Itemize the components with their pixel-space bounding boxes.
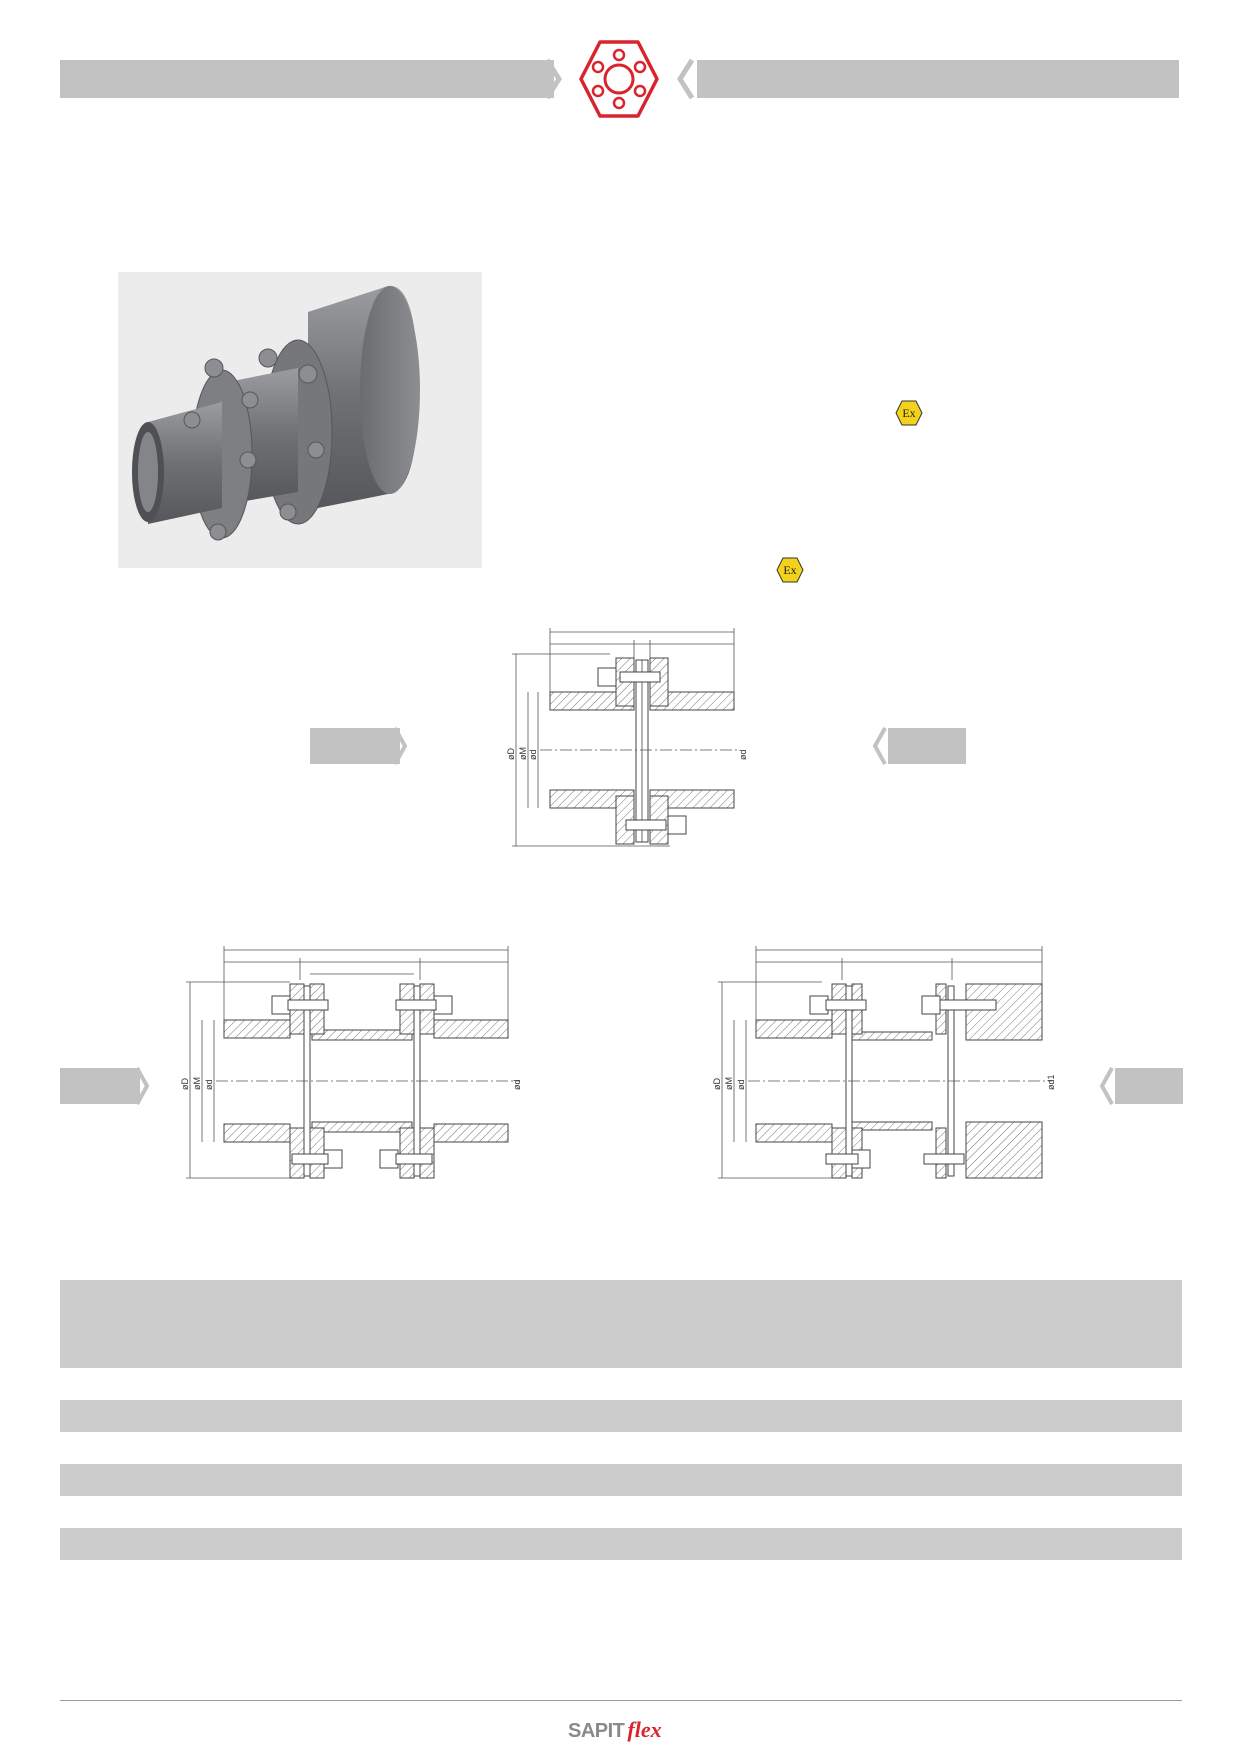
header-band-left [60, 60, 554, 98]
dim-label-d-right: ød [738, 749, 748, 760]
chevron-left-icon [1099, 1067, 1114, 1105]
chevron-right-icon [135, 1067, 150, 1105]
label-band-single-right [888, 728, 966, 764]
drawing-double-coupling-hub: øD øM ød ød1 [712, 946, 1056, 1179]
dim-label-om: øM [192, 1077, 202, 1090]
chevron-right-icon [393, 727, 408, 765]
label-band-single-left [310, 728, 400, 764]
dim-label-od: øD [712, 1078, 722, 1090]
table-row-band [60, 1400, 1182, 1432]
footer-brand-logo: SAPIT flex [568, 1717, 662, 1742]
drawing-double-coupling: øD øM ød ød [180, 946, 522, 1179]
dim-label-om: øM [518, 747, 528, 760]
atex-ex-icon: Ex [895, 400, 923, 426]
dim-label-d: ød [736, 1079, 746, 1090]
coupling-logo-icon [579, 40, 659, 118]
footer-divider [60, 1700, 1182, 1701]
chevron-left-icon [872, 727, 887, 765]
ex-mark-text: Ex [783, 563, 796, 577]
brand-flex: flex [627, 1717, 662, 1742]
drawing-single-coupling: øD øM ød ød [506, 628, 748, 847]
atex-ex-icon: Ex [776, 557, 804, 583]
dim-label-d-right: ød [512, 1079, 522, 1090]
dim-label-d1: ød1 [1046, 1074, 1056, 1090]
header-band-right [697, 60, 1179, 98]
header-chevron-right-icon [544, 58, 562, 100]
label-band-double-left [60, 1068, 140, 1104]
table-row-band [60, 1464, 1182, 1496]
brand-sapit: SAPIT [568, 1720, 625, 1742]
dim-label-om: øM [724, 1077, 734, 1090]
dim-label-d: ød [204, 1079, 214, 1090]
label-band-hub-right [1115, 1068, 1183, 1104]
product-image [118, 272, 482, 568]
header-chevron-left-icon [677, 58, 695, 100]
dim-label-od: øD [180, 1078, 190, 1090]
table-header-band [60, 1280, 1182, 1368]
dim-label-d: ød [528, 749, 538, 760]
ex-mark-text: Ex [902, 406, 915, 420]
table-row-band [60, 1528, 1182, 1560]
dim-label-od: øD [506, 748, 516, 760]
